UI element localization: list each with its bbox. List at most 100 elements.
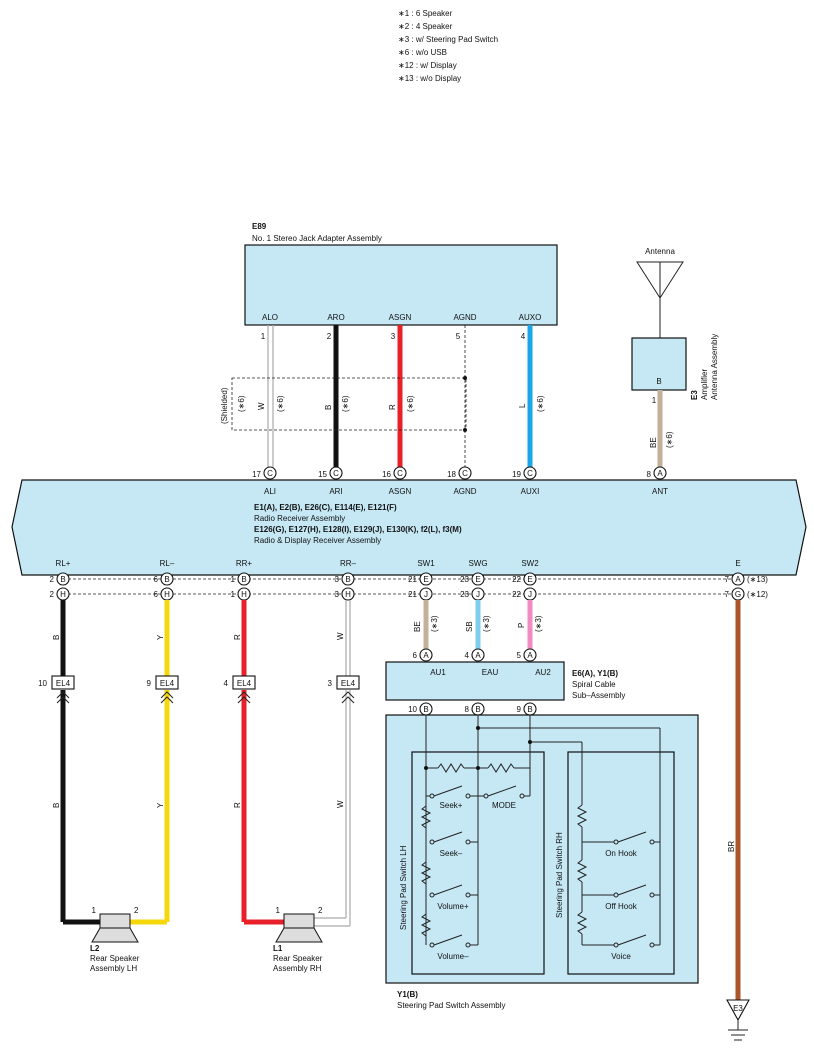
wire-rl-minus-y: Y [156, 634, 165, 640]
svg-text:8: 8 [647, 470, 652, 479]
svg-text:A: A [527, 651, 533, 660]
steering-internal-wiring [420, 715, 661, 948]
switch-seek-minus: Seek– [440, 849, 463, 858]
svg-text:H: H [60, 590, 66, 599]
wire-rr-minus-w: W [336, 632, 345, 640]
notes-block: ∗1 : 6 Speaker ∗2 : 4 Speaker ∗3 : w/ St… [398, 9, 498, 83]
shielded-label: (Shielded) [220, 387, 229, 424]
wire-rl-plus-b2: B [52, 803, 61, 808]
svg-text:3: 3 [335, 590, 340, 599]
svg-text:B: B [423, 705, 428, 714]
switch-voice: Voice [611, 952, 631, 961]
svg-text:AGND: AGND [453, 487, 476, 496]
note-1: ∗1 : 6 Speaker [398, 9, 453, 18]
el4-connector-1 [51, 675, 75, 690]
wire-rr-plus-r2: R [233, 802, 242, 808]
opt6-ant: (∗6) [665, 431, 674, 448]
svg-text:Rear Speaker: Rear Speaker [90, 954, 140, 963]
svg-text:E: E [423, 575, 428, 584]
svg-text:(∗3): (∗3) [430, 615, 439, 632]
e89-pin-3: 3 [391, 332, 396, 341]
svg-text:E3: E3 [733, 1004, 743, 1013]
e89-name: No. 1 Stereo Jack Adapter Assembly [252, 234, 382, 243]
svg-text:ALI: ALI [264, 487, 276, 496]
svg-text:A: A [423, 651, 429, 660]
el4-connector-2 [155, 675, 179, 690]
svg-text:4: 4 [224, 679, 229, 688]
jack-wires: (Shielded) (∗6) W (∗6) B (∗6) R (∗6) L (… [220, 325, 545, 470]
steering-code: Y1(B) [397, 990, 418, 999]
e89-pin-5: 5 [456, 332, 461, 341]
switch-volume-plus: Volume+ [437, 902, 469, 911]
svg-text:SB: SB [465, 621, 474, 632]
svg-text:16: 16 [382, 470, 391, 479]
note-12: ∗12 : w/ Display [398, 61, 457, 70]
opt6-w: (∗6) [276, 395, 285, 412]
svg-text:4: 4 [465, 651, 470, 660]
e89-pin-1: 1 [261, 332, 266, 341]
e89-pin-2: 2 [327, 332, 332, 341]
radio-line-3: E126(G), E127(H), E128(I), E129(J), E130… [254, 525, 462, 534]
svg-text:EL4: EL4 [237, 679, 252, 688]
svg-text:RL–: RL– [160, 559, 175, 568]
svg-text:ANT: ANT [652, 487, 668, 496]
svg-text:17: 17 [252, 470, 261, 479]
svg-text:C: C [527, 469, 533, 478]
el4-connector-3 [232, 675, 256, 690]
svg-text:RL+: RL+ [56, 559, 71, 568]
svg-text:EL4: EL4 [56, 679, 71, 688]
svg-text:BE: BE [413, 621, 422, 632]
svg-text:18: 18 [447, 470, 456, 479]
svg-text:9: 9 [517, 705, 522, 714]
svg-text:P: P [517, 623, 526, 628]
switch-volume-minus: Volume– [437, 952, 469, 961]
svg-text:1: 1 [276, 906, 281, 915]
svg-text:22: 22 [512, 575, 521, 584]
antenna-group: Antenna B 1 BE (∗6) E3 Amplifier Antenna… [631, 247, 719, 470]
note-6: ∗6 : w/o USB [398, 48, 447, 57]
svg-text:BR: BR [727, 841, 736, 852]
radio-top-terminals: ALI ARI ASGN AGND AUXI ANT [264, 487, 668, 496]
svg-text:C: C [333, 469, 339, 478]
opt6-shield: (∗6) [237, 395, 246, 412]
svg-text:2: 2 [50, 575, 55, 584]
svg-text:8: 8 [465, 705, 470, 714]
svg-text:AUXI: AUXI [521, 487, 540, 496]
note-2: ∗2 : 4 Speaker [398, 22, 453, 31]
e89-code: E89 [252, 222, 267, 231]
svg-text:SWG: SWG [468, 559, 487, 568]
opt6-l: (∗6) [536, 395, 545, 412]
opt13: (∗13) [747, 575, 768, 584]
svg-text:Assembly RH: Assembly RH [273, 964, 322, 973]
spiral-code: E6(A), Y1(B) [572, 669, 618, 678]
amp-name-2: Antenna Assembly [710, 334, 719, 400]
svg-text:C: C [267, 469, 273, 478]
wire-b: B [324, 405, 333, 410]
switch-seek-plus: Seek+ [440, 801, 463, 810]
steering-pad-assembly-box [385, 714, 699, 984]
radio-top-connectors: 17 C 15 C 16 C 18 C 19 C 8 A [252, 466, 667, 480]
speaker-wires: B B Y Y R R W W [52, 600, 351, 927]
switch-on-hook: On Hook [605, 849, 638, 858]
svg-text:SW2: SW2 [521, 559, 539, 568]
amplifier-box [631, 337, 687, 391]
radio-bottom-terminals: RL+ RL– RR+ RR– SW1 SWG SW2 E [56, 559, 741, 568]
wire-rl-plus-b: B [52, 635, 61, 640]
amp-name-1: Amplifier [700, 369, 709, 400]
svg-text:B: B [345, 575, 350, 584]
amp-pin-1: 1 [652, 396, 657, 405]
svg-text:21: 21 [408, 590, 417, 599]
svg-text:L1: L1 [273, 944, 283, 953]
svg-text:EL4: EL4 [160, 679, 175, 688]
e89-term-aro: ARO [327, 313, 344, 322]
svg-text:E: E [475, 575, 480, 584]
svg-text:J: J [528, 590, 532, 599]
e89-term-asgn: ASGN [389, 313, 412, 322]
e89-box [244, 244, 558, 326]
svg-text:EL4: EL4 [341, 679, 356, 688]
opt6-b: (∗6) [341, 395, 350, 412]
radio-bottom-row1: 2 B 6 B 1 B 3 B 21 E 23 E 22 E 7 A (∗13) [50, 572, 768, 586]
wire-rr-plus-r: R [233, 634, 242, 640]
svg-text:19: 19 [512, 470, 521, 479]
